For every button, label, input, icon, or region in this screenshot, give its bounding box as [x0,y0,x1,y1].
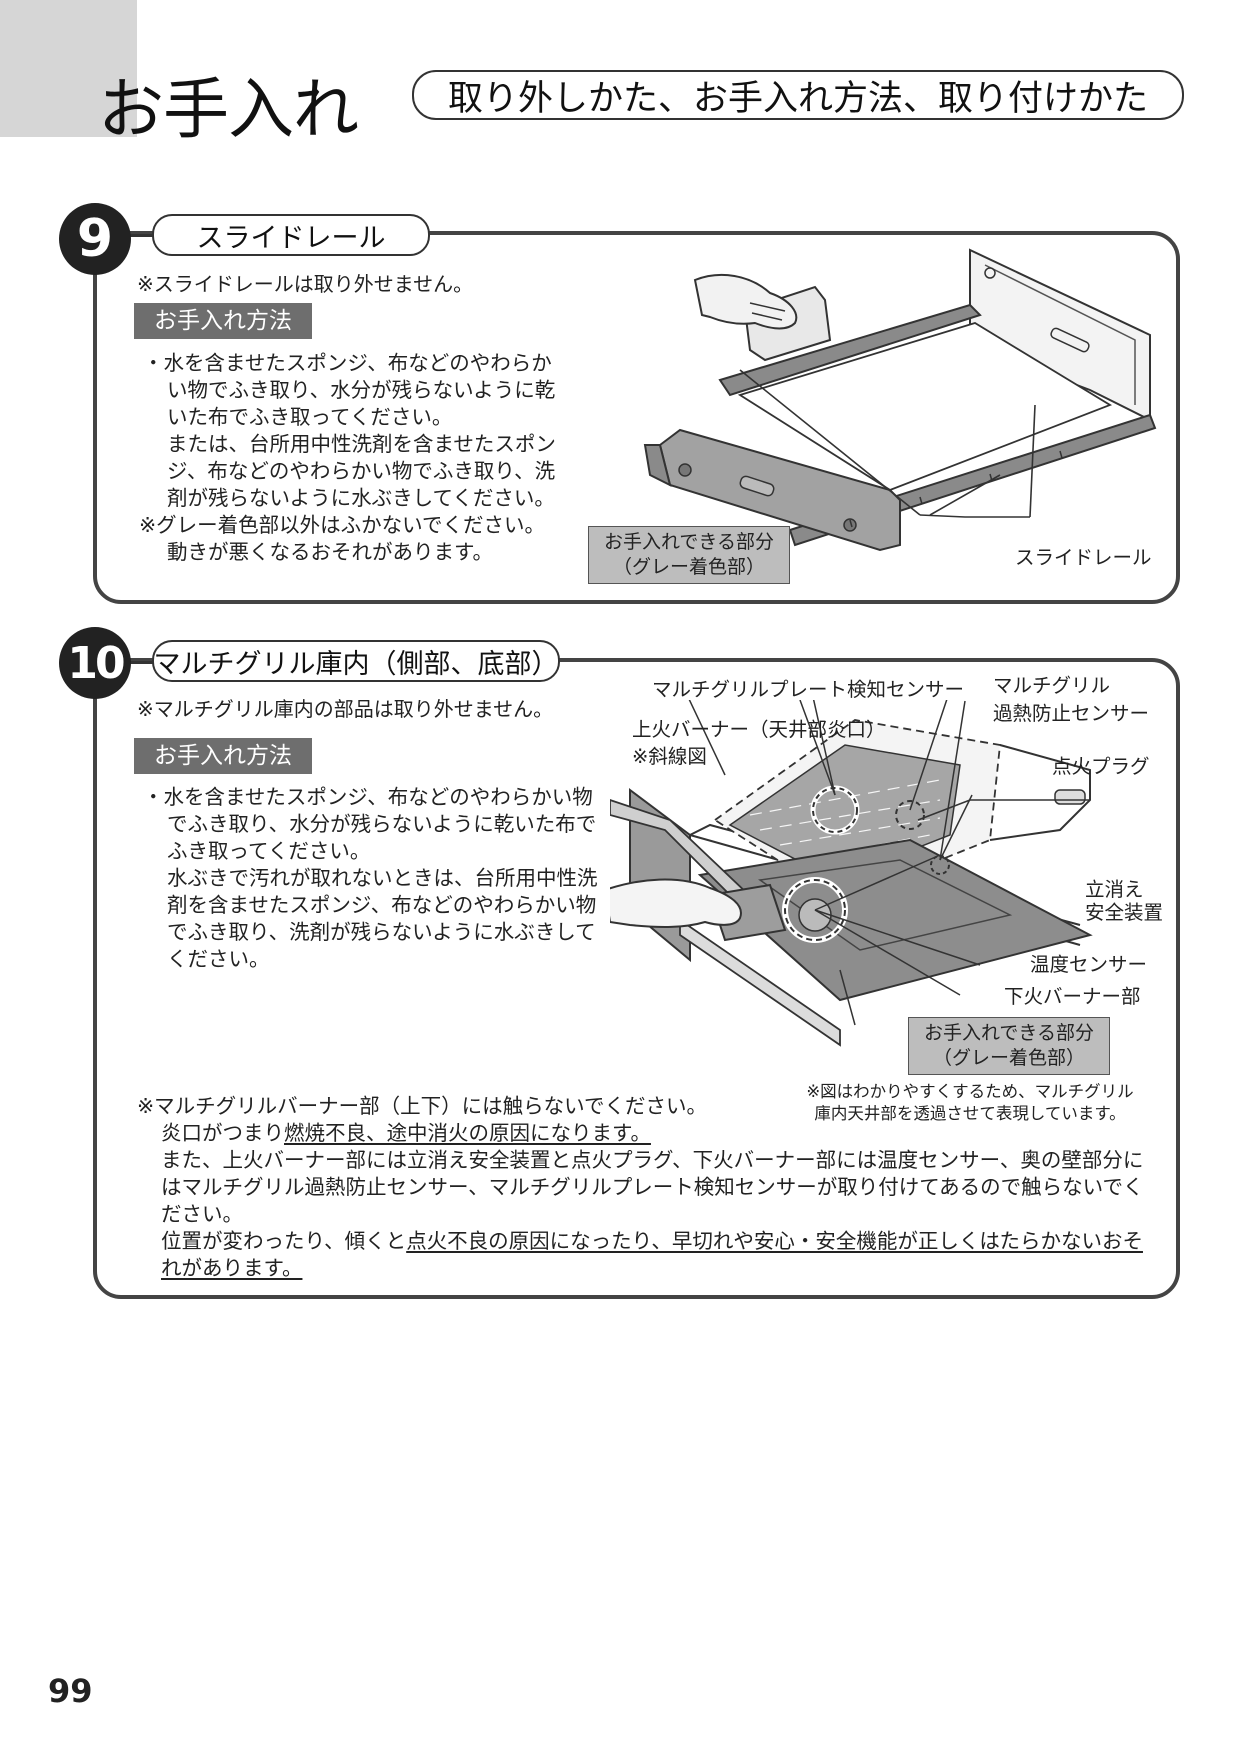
figure-note-line: 庫内天井部を透過させて表現しています。 [814,1104,1126,1123]
callout-line: （グレー着色部） [612,556,765,578]
warning-line: 位置が変わったり、傾くと点火不良の原因になったり、早切れや安心・安全機能が正しく… [137,1228,1167,1255]
warning-line: ※マルチグリルバーナー部（上下）には触らないでください。 [137,1094,708,1118]
callout-line: （グレー着色部） [932,1047,1085,1069]
section-9-method-label: お手入れ方法 [134,303,312,339]
flame-safety-label-1: 立消え [1085,878,1144,901]
body-line: 剤を含ませたスポンジ、布などのやわらかい物 [167,893,597,917]
flame-safety-label-2: 安全装置 [1085,901,1164,924]
section-10-body: ・水を含ませたスポンジ、布などのやわらかい物 でふき取り、水分が残らないように乾… [143,784,613,973]
callout-line: お手入れできる部分 [603,531,775,553]
body-line: 剤が残らないように水ぶきしてください。 [167,486,555,510]
lower-burner-label: 下火バーナー部 [1004,985,1141,1008]
section-10-note: ※マルチグリル庫内の部品は取り外せません。 [137,697,554,721]
body-line: でふき取り、洗剤が残らないように水ぶきして [167,920,596,944]
caution-line: ※グレー着色部以外はふかないでください。 [139,513,546,537]
slide-rail-label: スライドレール [1015,546,1152,569]
section-9-callout: お手入れできる部分 （グレー着色部） [588,526,790,584]
ignition-plug-label: 点火プラグ [1052,755,1150,778]
section-9-connector [120,234,160,237]
upper-burner-label: 上火バーナー（天井部炎口） [632,718,886,741]
page-number: 99 [48,1672,93,1710]
warning-underlined: れがあります。 [161,1256,303,1280]
caution-line: 動きが悪くなるおそれがあります。 [167,540,493,564]
warning-line: また、上火バーナー部には立消え安全装置と点火プラグ、下火バーナー部には温度センサ… [161,1148,1144,1172]
body-line: でふき取り、水分が残らないように乾いた布で [167,812,597,836]
warning-line: ださい。 [161,1202,243,1226]
body-line: ・水を含ませたスポンジ、布などのやわらか [143,351,552,375]
warning-text: 位置が変わったり、傾くと [161,1229,407,1253]
body-line: ジ、布などのやわらかい物でふき取り、洗 [167,459,556,483]
warning-text: 炎口がつまり [161,1121,284,1145]
section-10-number: 10 [59,627,131,699]
body-line: い物でふき取り、水分が残らないように乾 [167,378,556,402]
section-9-number: 9 [59,203,131,275]
page-title: お手入れ [98,71,359,148]
grill-interior-illustration [610,700,1093,1047]
body-line: または、台所用中性洗剤を含ませたスポン [167,432,556,456]
body-line: 水ぶきで汚れが取れないときは、台所用中性洗 [167,866,598,890]
body-line: ・水を含ませたスポンジ、布などのやわらかい物 [143,785,593,809]
slide-rail-illustration [643,248,1157,552]
section-9-title: スライドレール [152,214,430,256]
section-10-warning: ※マルチグリルバーナー部（上下）には触らないでください。 炎口がつまり燃焼不良、… [137,1093,1167,1282]
section-9-note: ※スライドレールは取り外せません。 [137,272,474,296]
figure-note: ※図はわかりやすくするため、マルチグリル 庫内天井部を透過させて表現しています。 [770,1081,1170,1125]
warning-line: 炎口がつまり燃焼不良、途中消火の原因になります。 [137,1120,1167,1147]
section-10-title: マルチグリル庫内（側部、底部） [152,640,560,682]
body-line: いた布でふき取ってください。 [167,405,453,429]
section-9-body: ・水を含ませたスポンジ、布などのやわらか い物でふき取り、水分が残らないように乾… [139,350,593,566]
overheat-sensor-label-2: 過熱防止センサー [993,702,1150,725]
warning-underlined: 燃焼不良、途中消火の原因になります。 [284,1121,651,1145]
warning-line: はマルチグリル過熱防止センサー、マルチグリルプレート検知センサーが取り付けてある… [161,1175,1144,1199]
hatched-note: ※斜線図 [632,745,707,768]
warning-line: れがあります。 [137,1255,1167,1282]
body-line: ふき取ってください。 [167,839,371,863]
section-10-callout: お手入れできる部分 （グレー着色部） [908,1017,1110,1075]
corner-tab [0,0,137,137]
callout-line: お手入れできる部分 [923,1022,1095,1044]
body-line: ください。 [167,947,270,971]
warning-underlined: 点火不良の原因になったり、早切れや安心・安全機能が正しくはたらかないおそ [406,1229,1143,1253]
overheat-sensor-label-1: マルチグリル [993,674,1111,697]
page-subtitle: 取り外しかた、お手入れ方法、取り付けかた [412,70,1184,120]
section-10-connector [120,661,160,664]
temp-sensor-label: 温度センサー [1030,953,1148,976]
plate-sensor-label: マルチグリルプレート検知センサー [652,678,965,701]
section-10-method-label: お手入れ方法 [134,738,312,774]
figure-note-line: ※図はわかりやすくするため、マルチグリル [806,1082,1134,1101]
